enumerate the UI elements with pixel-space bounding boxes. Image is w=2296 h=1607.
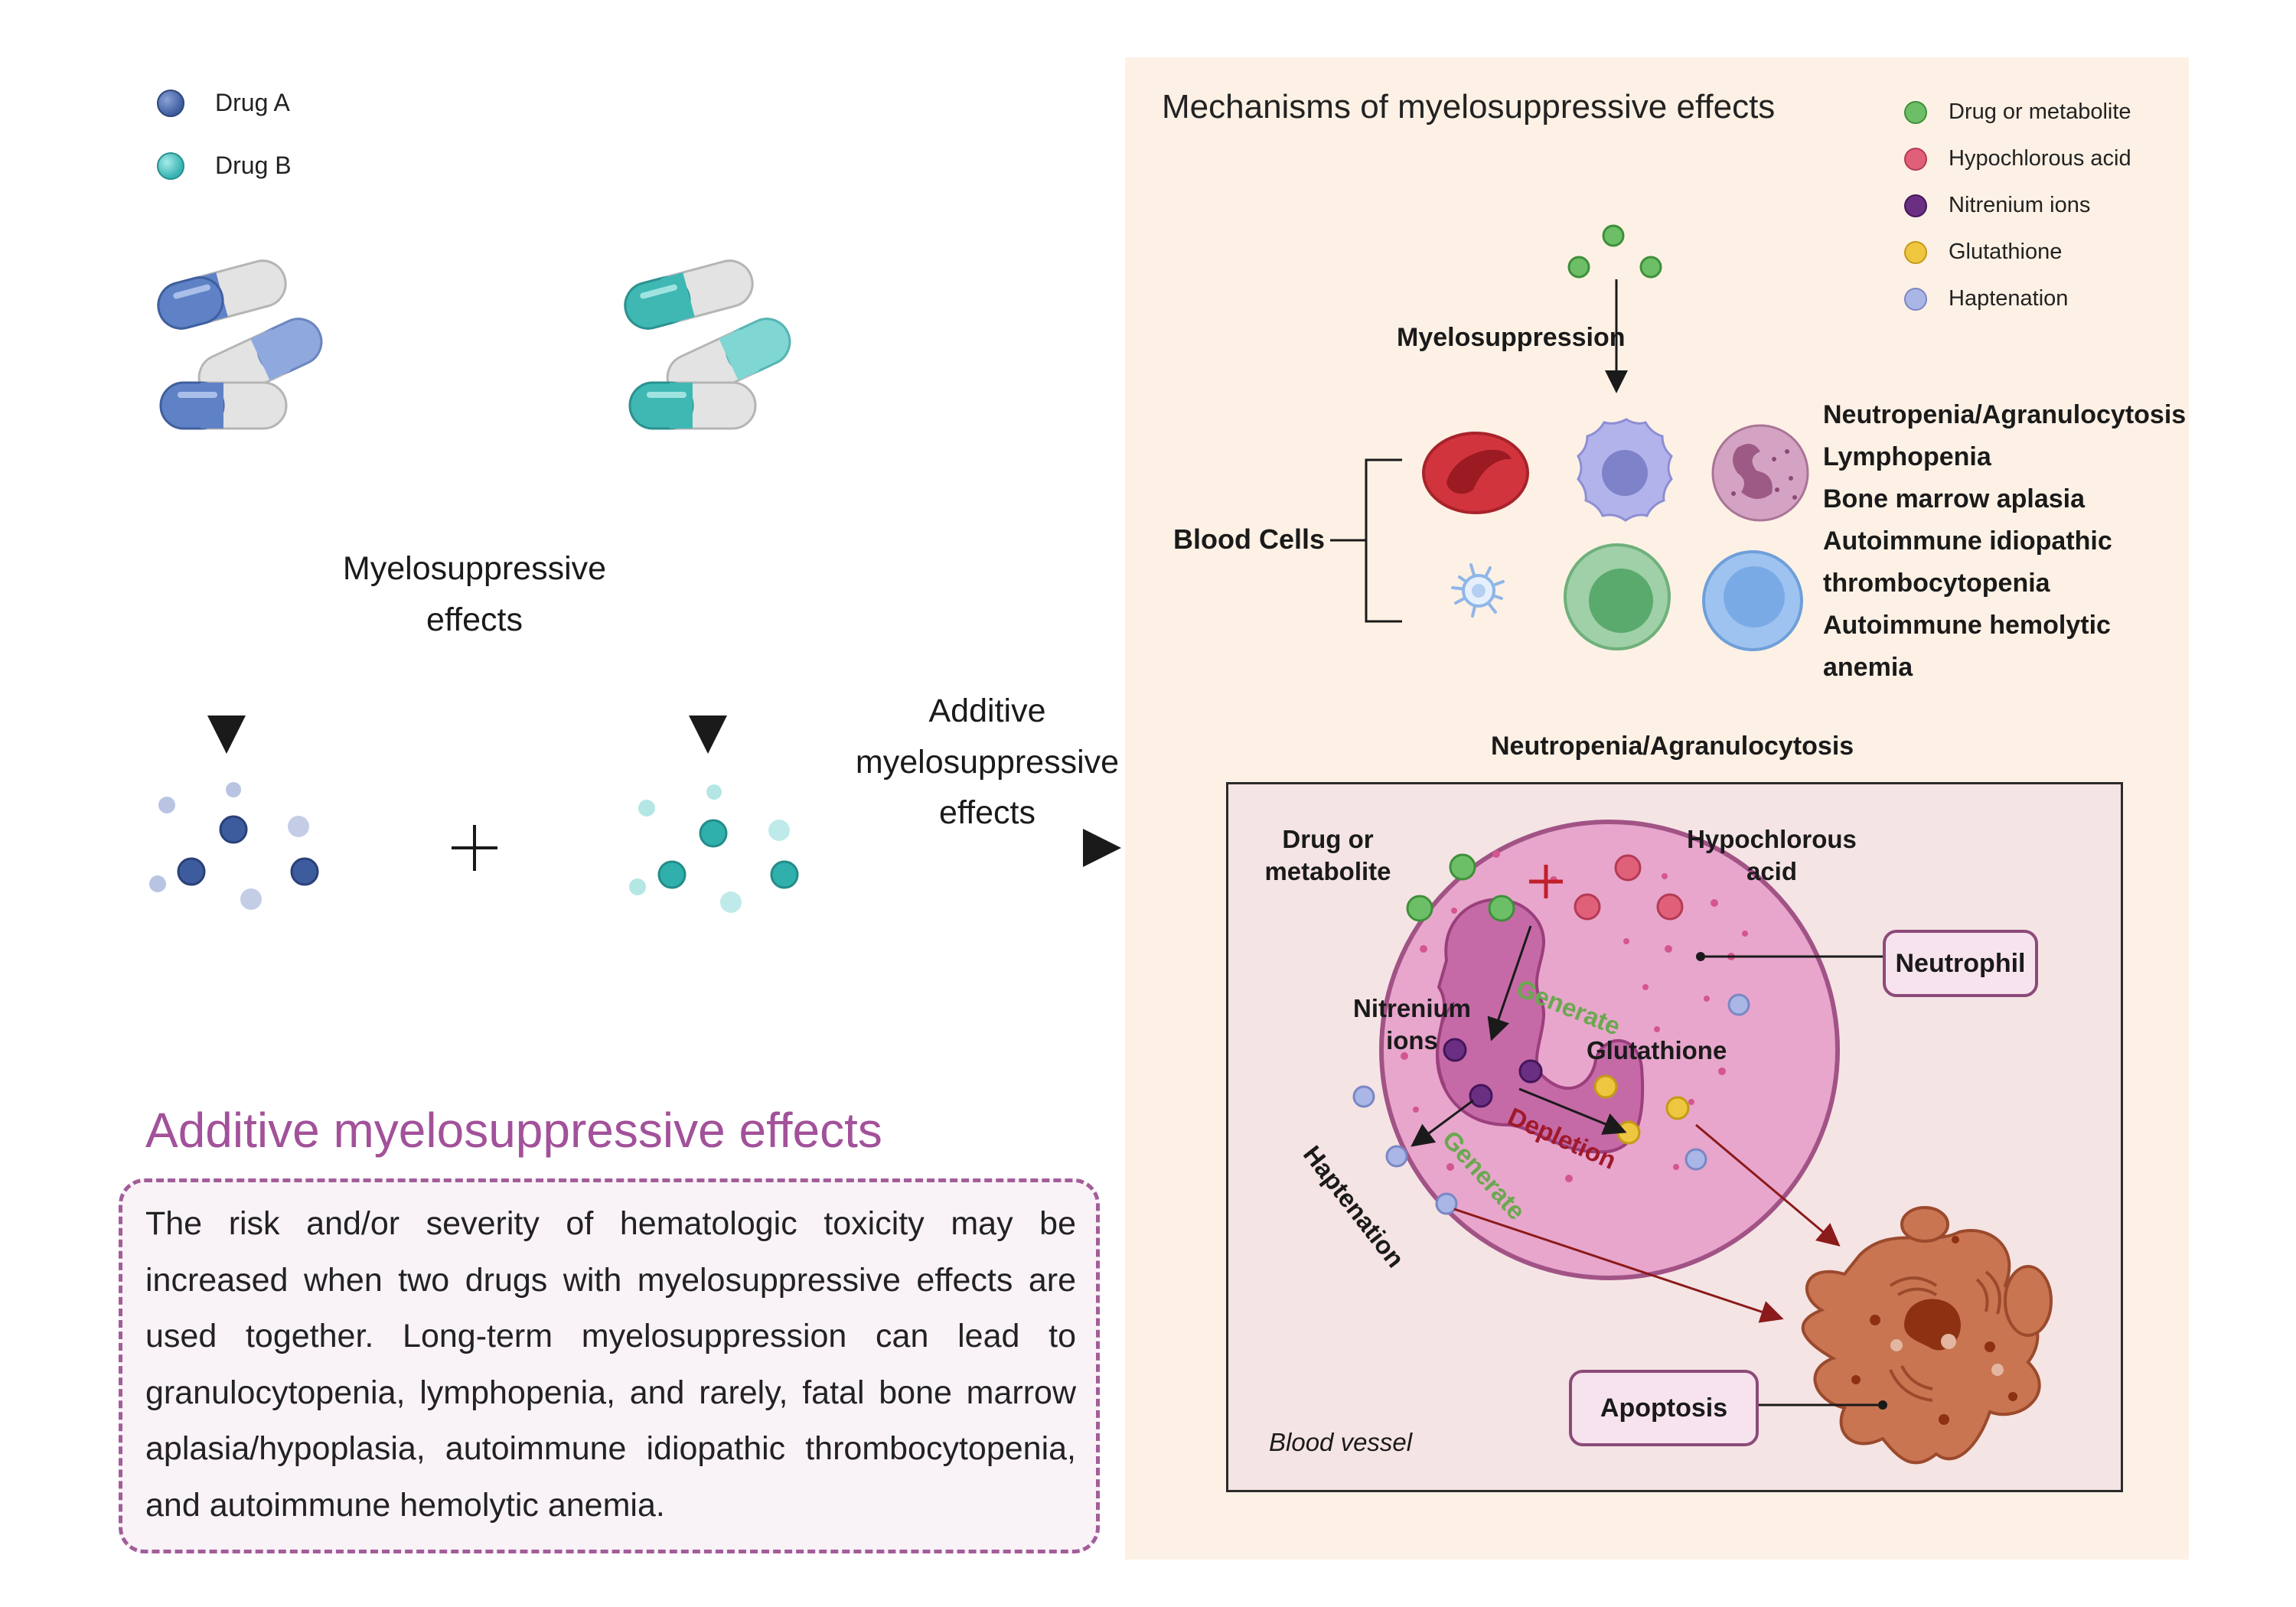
nitrenium-line1: Nitrenium [1352, 994, 1471, 1022]
glutathione-spheres-icon [1593, 1074, 1690, 1145]
glutathione-apoptosis-arrow [1695, 1123, 1841, 1247]
nitrenium-ions-label: Nitrenium ions [1336, 993, 1489, 1057]
condition-neutropenia: Neutropenia/Agranulocytosis [1823, 400, 2187, 429]
glutathione-dot-icon [1904, 240, 1927, 264]
plus-icon [452, 825, 497, 871]
haptenation-spheres-icon [1352, 993, 1750, 1215]
neutrophil-mechanism-diagram [1352, 820, 2053, 1465]
legend-drug-a-label: Drug A [215, 89, 290, 116]
condition-autoimmune-hemolytic: Autoimmune hemolytic [1823, 611, 2111, 640]
myelosuppression-label: Myelosuppression [1397, 323, 1626, 352]
legend-glutathione: Glutathione [1904, 240, 2062, 265]
drug-label-line1: Drug or [1282, 825, 1374, 853]
monocyte-cell-icon [1564, 543, 1671, 650]
legend-label-drug-metabolite: Drug or metabolite [1949, 99, 2131, 124]
drug-flow-diagram [149, 259, 1121, 913]
blood-cells-bracket [1330, 458, 1402, 623]
panel-title: Mechanisms of myelosuppressive effects [1162, 88, 1776, 125]
drug-label-line2: metabolite [1264, 857, 1391, 885]
apoptosis-label-box: Apoptosis [1569, 1370, 1759, 1446]
myelosuppressive-word: Myelosuppressive [342, 550, 607, 587]
apoptosis-label: Apoptosis [1600, 1393, 1728, 1423]
red-blood-cell-icon [1422, 432, 1529, 514]
condition-bone-marrow-aplasia: Bone marrow aplasia [1823, 484, 2086, 513]
condition-lymphopenia: Lymphopenia [1823, 442, 1991, 471]
drug-a-capsules-icon [157, 259, 323, 430]
condition-thrombocytopenia: thrombocytopenia [1823, 569, 2050, 598]
additive-section-body: The risk and/or severity of hematologic … [145, 1205, 1076, 1524]
additive-myelosuppressive-effects-label: Additive myelosuppressive effects [842, 686, 1133, 839]
haptenation-apoptosis-arrow [1453, 1208, 1784, 1323]
lymphocyte-cell-icon [1577, 418, 1673, 522]
drug-b-particles-icon [629, 784, 799, 913]
glutathione-label: Glutathione [1587, 1036, 1727, 1064]
additive-section-box: The risk and/or severity of hematologic … [119, 1178, 1100, 1553]
blood-cells-label: Blood Cells [1173, 523, 1326, 555]
legend-haptenation: Haptenation [1904, 286, 2068, 311]
legend-label-glutathione: Glutathione [1949, 240, 2063, 264]
red-cross-icon [1529, 865, 1563, 898]
legend-drug-b-label: Drug B [215, 152, 292, 179]
neutrophil-cell-icon [1711, 424, 1809, 522]
drug-metabolite-dot-icon [1904, 100, 1927, 124]
hypochlorous-spheres-icon [1574, 854, 1684, 921]
drug-b-capsules-icon [624, 259, 791, 430]
legend-label-haptenation: Haptenation [1949, 286, 2069, 311]
myelosuppression-diagram [1330, 224, 1809, 651]
drug-b-dot-icon [157, 152, 184, 180]
legend-label-hypochlorous: Hypochlorous acid [1949, 146, 2131, 171]
additive-myelo-word: myelosuppressive [855, 743, 1120, 781]
hypo-label-line1: Hypochlorous [1687, 825, 1857, 853]
generate-haptenation-arrow [1411, 1099, 1474, 1147]
condition-anemia: anemia [1823, 653, 1913, 682]
drug-a-dot-icon [157, 89, 184, 117]
hypochlorous-acid-label: Hypochlorous acid [1684, 823, 1860, 888]
haptenation-dot-icon [1904, 287, 1927, 311]
dendritic-cell-icon [1451, 563, 1505, 618]
apoptotic-cell-icon [1801, 1206, 2053, 1465]
neutrophil-label-box: Neutrophil [1883, 930, 2038, 997]
nitrenium-dot-icon [1904, 194, 1927, 217]
legend-label-nitrenium: Nitrenium ions [1949, 193, 2091, 217]
neutrophil-label: Neutrophil [1895, 948, 2026, 978]
hypo-label-line2: acid [1746, 857, 1798, 885]
legend-hypochlorous: Hypochlorous acid [1904, 146, 2131, 171]
condition-autoimmune-idiopathic: Autoimmune idiopathic [1823, 526, 2112, 556]
generate-nitrenium-arrow [1487, 925, 1532, 1041]
legend-nitrenium: Nitrenium ions [1904, 193, 2090, 218]
additive-effects-word: effects [939, 794, 1035, 832]
nitrenium-spheres-icon [1443, 1038, 1543, 1108]
additive-section-title: Additive myelosuppressive effects [145, 1103, 882, 1158]
legend-drug-b: Drug B [157, 152, 292, 180]
neutropenia-heading: Neutropenia/Agranulocytosis [1491, 732, 1854, 761]
drug-metabolite-label: Drug or metabolite [1247, 823, 1408, 888]
hypochlorous-dot-icon [1904, 147, 1927, 171]
drug-a-particles-icon [149, 782, 319, 910]
myelosuppressive-effects-label: Myelosuppressive effects [321, 543, 628, 645]
blue-blood-cell-icon [1702, 550, 1803, 651]
effects-word: effects [426, 601, 523, 638]
legend-drug-a: Drug A [157, 89, 290, 117]
depletion-arrow [1518, 1087, 1627, 1135]
drug-metabolite-spheres-icon [1406, 853, 1515, 922]
drug-metabolite-cluster-icon [1567, 224, 1662, 279]
blood-vessel-label: Blood vessel [1269, 1428, 1413, 1456]
additive-word: Additive [928, 693, 1046, 729]
legend-drug-metabolite: Drug or metabolite [1904, 99, 2131, 125]
conditions-list: Neutropenia/Agranulocytosis Lymphopenia … [1823, 394, 2186, 689]
nitrenium-line2: ions [1386, 1026, 1438, 1054]
